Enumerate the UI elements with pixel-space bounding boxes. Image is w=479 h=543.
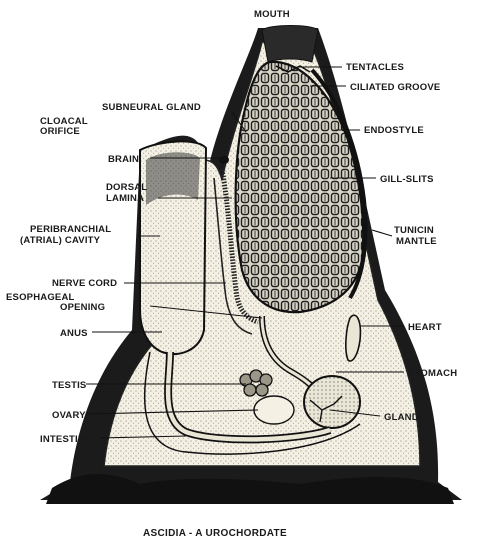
pharynx-gill-basket — [236, 62, 364, 312]
label-gill-slits: GILL-SLITS — [380, 174, 434, 185]
label-brain: BRAIN — [108, 154, 139, 165]
label-mouth: MOUTH — [254, 9, 290, 20]
label-tentacles: TENTACLES — [346, 62, 404, 73]
label-stomach: STOMACH — [408, 368, 457, 379]
label-tunicin-line1: TUNICIN — [394, 225, 434, 236]
label-testis: TESTIS — [52, 380, 86, 391]
label-intestine: INTESTINE — [40, 434, 91, 445]
label-peribranchial-line1: PERIBRANCHIAL — [30, 224, 111, 235]
label-esophageal-line2: OPENING — [60, 302, 105, 313]
label-peribranchial-line2: (ATRIAL) CAVITY — [20, 235, 101, 246]
label-tunicin-line2: MANTLE — [396, 236, 437, 247]
label-gland: GLAND — [384, 412, 419, 423]
brain — [219, 156, 229, 164]
oral-siphon — [262, 26, 318, 63]
label-ovary: OVARY — [52, 410, 86, 421]
label-heart: HEART — [408, 322, 442, 333]
label-nerve-cord: NERVE CORD — [52, 278, 117, 289]
label-dorsal-lamina-line2: LAMINA — [106, 193, 144, 204]
label-dorsal-lamina-line1: DORSAL — [106, 182, 147, 193]
ovary — [254, 396, 294, 424]
figure-caption: ASCIDIA - A UROCHORDATE — [143, 528, 287, 539]
label-subneural-gland: SUBNEURAL GLAND — [102, 102, 201, 113]
label-cloacal-orifice-line2: ORIFICE — [40, 126, 80, 137]
label-endostyle: ENDOSTYLE — [364, 125, 424, 136]
label-ciliated-groove: CILIATED GROOVE — [350, 82, 440, 93]
label-anus: ANUS — [60, 328, 88, 339]
